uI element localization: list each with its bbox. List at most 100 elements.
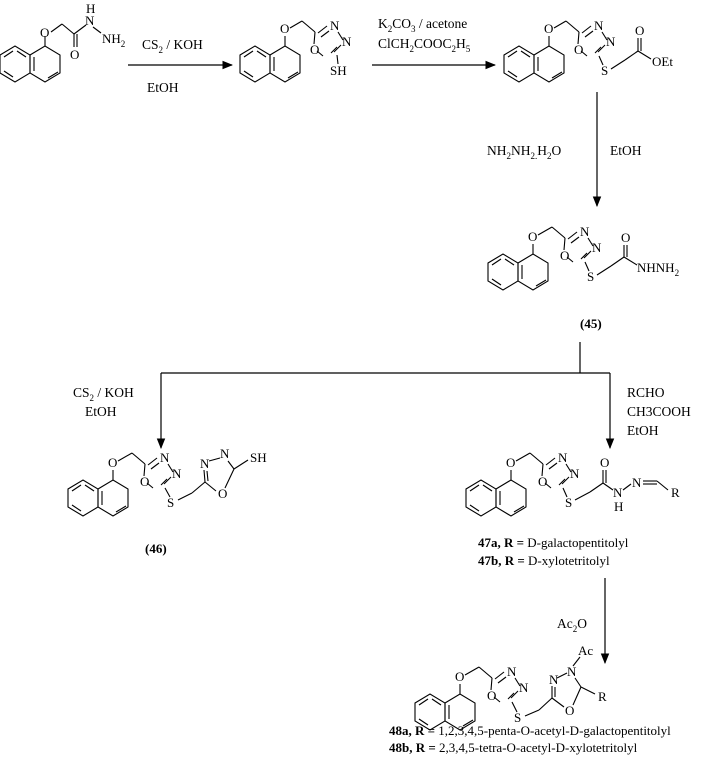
- branch-connector: [156, 342, 615, 450]
- ether-oxygen: O: [544, 21, 553, 36]
- nh-hydrogen: H: [86, 1, 95, 16]
- ring-nitrogen-1: N: [507, 664, 517, 679]
- step-6-reagent: Ac2O: [557, 616, 587, 634]
- hydrazide-group: NHNH2: [637, 260, 679, 278]
- ring-nitrogen-4: N: [220, 446, 230, 461]
- compound-46: O O N N S O N N SH (46): [67, 446, 267, 556]
- ring-nitrogen-2: N: [519, 680, 529, 695]
- ring-nitrogen-4: N: [567, 664, 577, 679]
- nh2-group: NH2: [102, 31, 125, 49]
- linker-and-oxadiazole: [284, 20, 344, 65]
- ring-oxygen-1: O: [140, 474, 149, 489]
- ether-oxygen: O: [40, 25, 49, 40]
- ethoxy-group: OEt: [652, 54, 673, 69]
- thiol-group: SH: [250, 450, 267, 465]
- step-2-reagent-line-2: ClCH2COOC2H5: [378, 36, 471, 54]
- compound-45: O O N N S O NHNH2 (45): [487, 224, 679, 331]
- thioether-sulfur: S: [565, 495, 572, 510]
- ring-oxygen-2: O: [218, 486, 227, 501]
- ring-nitrogen-2: N: [606, 34, 616, 49]
- r-group: R: [671, 485, 680, 500]
- naphthalene-ring: [67, 479, 129, 517]
- compound-47: O O N N S O N H N R 47a, R = D-galactope…: [465, 450, 680, 568]
- step-4-reagent-line-2: EtOH: [85, 404, 117, 419]
- ring-nitrogen-1: N: [594, 18, 604, 33]
- ring-oxygen: O: [310, 42, 319, 57]
- ring-nitrogen-3: N: [200, 456, 210, 471]
- compound-48b-label: 48b, R = 2,3,4,5-tetra-O-acetyl-D-xylote…: [389, 740, 638, 755]
- step-5-reagent-line-3: EtOH: [627, 423, 659, 438]
- imine-nitrogen: N: [632, 475, 642, 490]
- r-group: R: [598, 689, 607, 704]
- compound-47b-label: 47b, R = D-xylotetritolyl: [478, 553, 610, 568]
- compound-48a-label: 48a, R = 1,2,3,4,5-penta-O-acetyl-D-gala…: [389, 723, 671, 738]
- thiol-group: SH: [330, 63, 347, 78]
- step-5-reagent-line-2: CH3COOH: [627, 404, 691, 419]
- ring-oxygen-1: O: [487, 688, 496, 703]
- ring-nitrogen-2: N: [592, 240, 602, 255]
- naphthalene-ring: [503, 45, 565, 83]
- bis-oxadiazole-bonds: [112, 452, 249, 501]
- compound-ester: O O N N S O OEt: [503, 18, 673, 83]
- ring-nitrogen-2: N: [342, 34, 352, 49]
- ring-nitrogen-1: N: [330, 18, 340, 33]
- ring-oxygen: O: [560, 248, 569, 263]
- side-chain-bonds: [44, 23, 102, 47]
- ether-oxygen: O: [528, 229, 537, 244]
- thioether-sulfur: S: [167, 495, 174, 510]
- step-1-reagent-bottom: EtOH: [147, 80, 179, 95]
- ring-nitrogen-1: N: [160, 450, 170, 465]
- step-6: Ac2O: [557, 578, 610, 665]
- thioether-sulfur: S: [514, 710, 521, 725]
- ether-oxygen: O: [280, 21, 289, 36]
- nh-nitrogen: N: [85, 13, 95, 28]
- ring-nitrogen-1: N: [580, 224, 590, 239]
- thioether-sulfur: S: [587, 269, 594, 284]
- ring-oxygen: O: [538, 474, 547, 489]
- naphthalene-ring: [0, 45, 61, 83]
- carbonyl-oxygen: O: [70, 47, 79, 62]
- step-4-reagent-line-1: CS2 / KOH: [73, 385, 134, 403]
- acetyl-group: Ac: [578, 643, 593, 658]
- linker-oxadiazole-hydrazide: [532, 226, 638, 276]
- carbonyl-oxygen: O: [600, 455, 609, 470]
- amide-hydrogen: H: [614, 499, 623, 514]
- naphthalene-ring: [414, 693, 476, 731]
- ring-oxygen-2: O: [565, 703, 574, 718]
- step-5-reagent-line-1: RCHO: [627, 385, 665, 400]
- step-3-reagent-left: NH2NH2.H2O: [487, 143, 562, 161]
- linker-oxadiazole-hydrazone: [510, 452, 669, 501]
- linker-oxadiazole-ester: [548, 20, 652, 70]
- compound-thiol: O O N N SH: [239, 18, 352, 83]
- thioether-sulfur: S: [601, 63, 608, 78]
- ether-oxygen: O: [108, 455, 117, 470]
- compound-48: O O N N S O N N Ac R 48a, R = 1,2,3,4,5-…: [389, 643, 671, 755]
- compound-45-label: (45): [580, 316, 602, 331]
- oxadiazole-oxadiazoline-bonds: [459, 656, 596, 717]
- ring-oxygen: O: [574, 42, 583, 57]
- step-4: CS2 / KOH EtOH: [73, 385, 134, 419]
- ring-nitrogen-2: N: [172, 466, 182, 481]
- carbonyl-oxygen: O: [635, 23, 644, 38]
- compound-start: O O N H NH2: [0, 1, 125, 83]
- step-5: RCHO CH3COOH EtOH: [627, 385, 691, 438]
- carbonyl-oxygen: O: [621, 230, 630, 245]
- ring-nitrogen-2: N: [570, 466, 580, 481]
- ether-oxygen: O: [455, 669, 464, 684]
- step-2: K2CO3 / acetone ClCH2COOC2H5: [372, 16, 497, 70]
- ether-oxygen: O: [506, 455, 515, 470]
- step-1-reagent-top: CS2 / KOH: [142, 37, 203, 55]
- compound-46-label: (46): [145, 541, 167, 556]
- step-3: NH2NH2.H2O EtOH: [487, 92, 642, 208]
- naphthalene-ring: [239, 45, 301, 83]
- ring-nitrogen-1: N: [558, 450, 568, 465]
- compound-47a-label: 47a, R = D-galactopentitolyl: [478, 535, 629, 550]
- step-3-reagent-right: EtOH: [610, 143, 642, 158]
- ring-nitrogen-3: N: [549, 672, 559, 687]
- naphthalene-ring: [465, 479, 527, 517]
- naphthalene-ring: [487, 253, 549, 291]
- amide-nitrogen: N: [613, 485, 623, 500]
- step-1: CS2 / KOH EtOH: [128, 37, 234, 95]
